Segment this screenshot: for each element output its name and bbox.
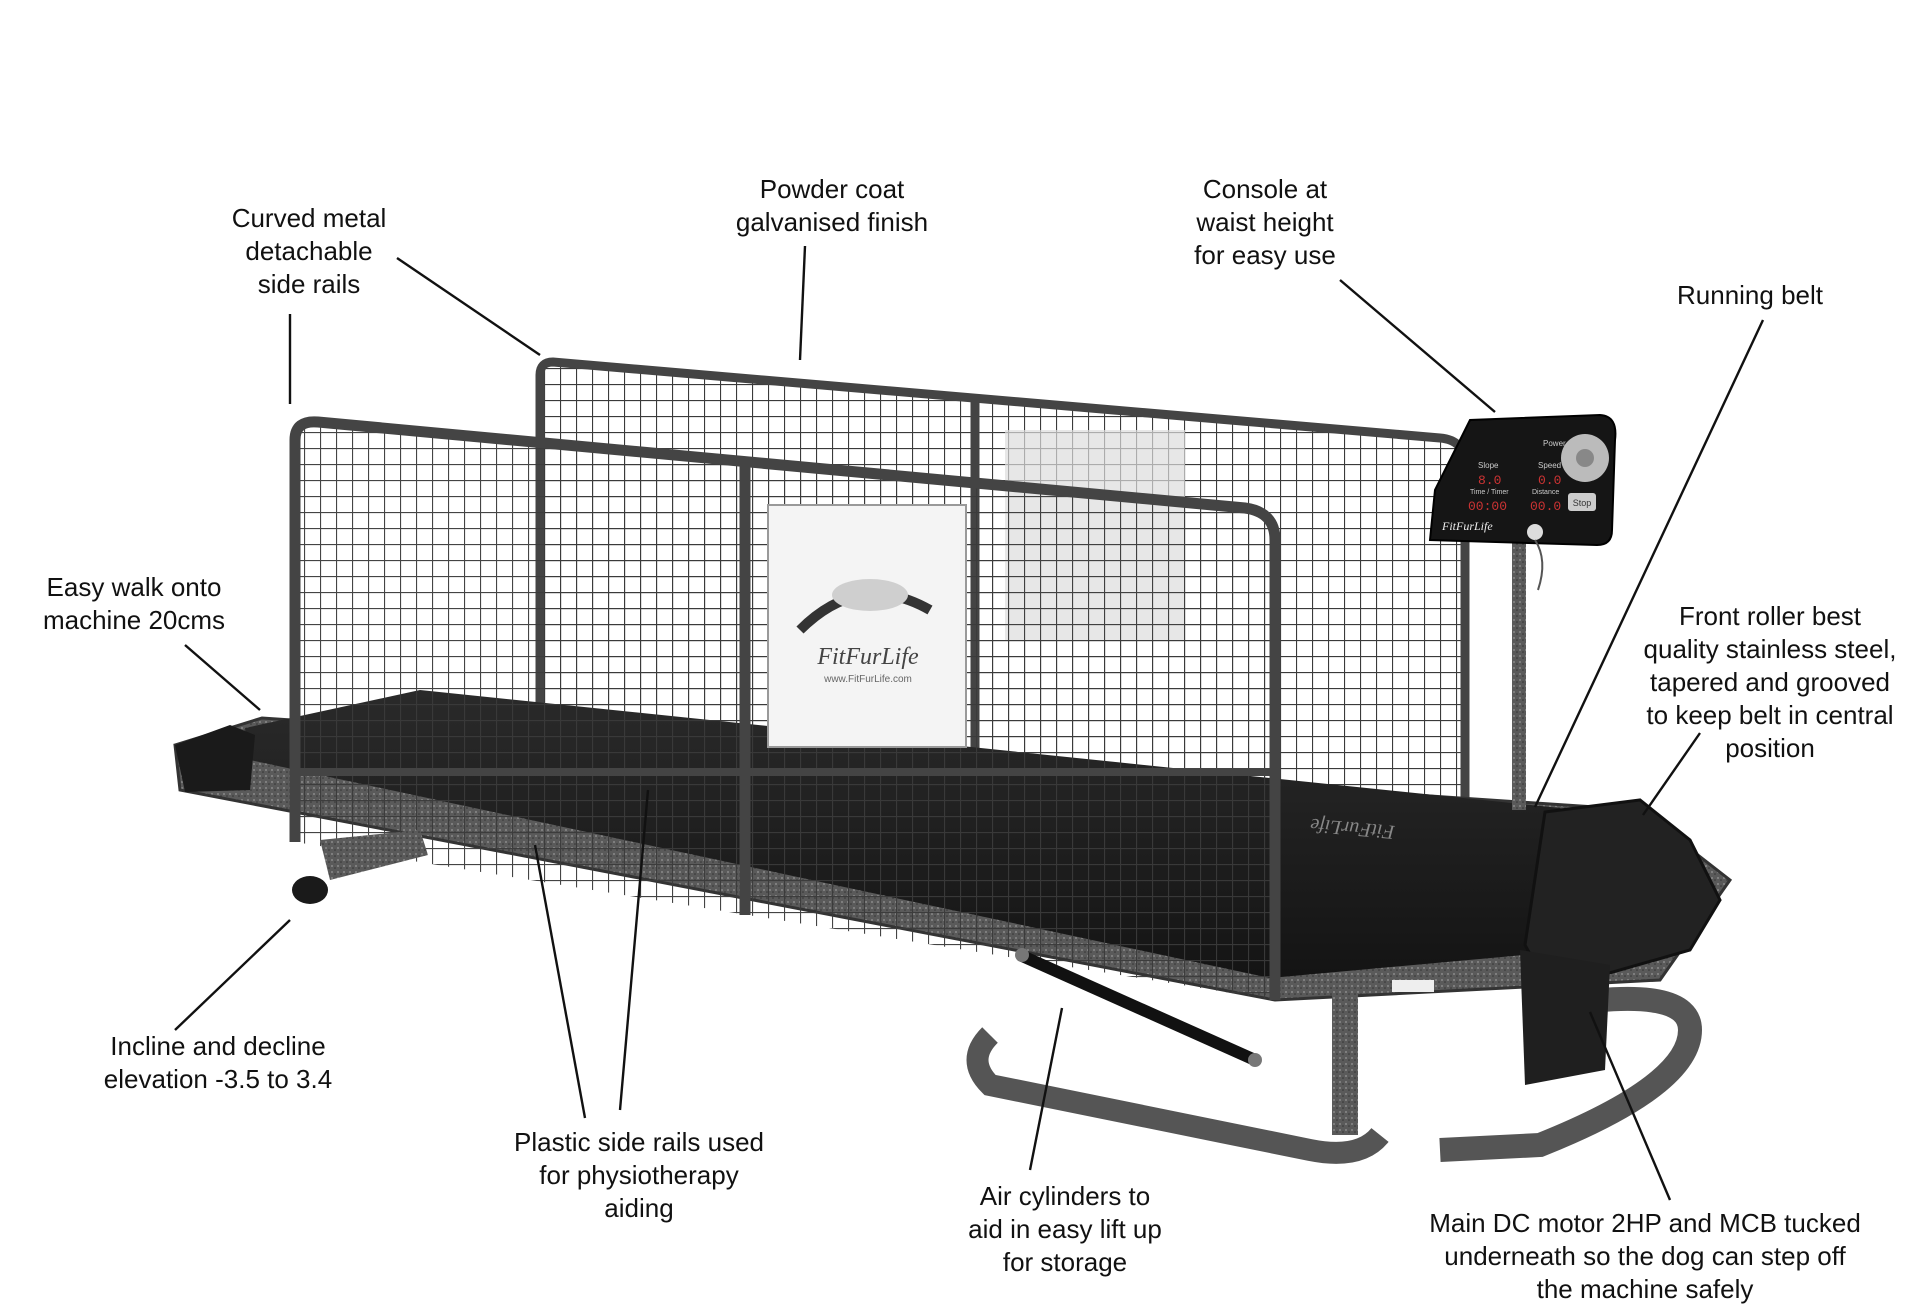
console-time-label: Time / Timer <box>1470 489 1509 496</box>
annotation-side-rails: Curved metal detachable side rails <box>232 202 387 301</box>
brand-sign: FitFurLife www.FitFurLife.com <box>767 504 967 748</box>
annotation-line: machine 20cms <box>42 605 226 635</box>
leader-lines <box>174 245 1765 1201</box>
annotation-line: for physiotherapy <box>539 1160 739 1190</box>
annotation-line: Running belt <box>1677 280 1823 310</box>
console-distance-label: Distance <box>1532 489 1559 496</box>
annotation-incline: Incline and decline elevation -3.5 to 3.… <box>104 1030 332 1096</box>
annotation-walk-onto: Easy walk onto machine 20cms <box>43 571 225 637</box>
annotation-front-roller: Front roller best quality stainless stee… <box>1644 600 1897 765</box>
serial-plate <box>1392 980 1434 992</box>
annotation-line: for storage <box>1002 1247 1128 1277</box>
sign-url-text: www.FitFurLife.com <box>823 674 912 685</box>
dog-silhouette <box>832 579 908 611</box>
leader-plastic-rails-2 <box>618 789 650 1111</box>
leader-running-belt <box>1533 319 1765 808</box>
annotation-motor: Main DC motor 2HP and MCB tucked underne… <box>1429 1207 1861 1306</box>
front-bumper-bar <box>1439 986 1703 1162</box>
annotation-line: side rails <box>257 269 361 299</box>
annotation-finish: Powder coat galvanised finish <box>736 173 928 239</box>
annotation-line: quality stainless steel, <box>1643 634 1897 664</box>
incline-bracket <box>320 830 428 880</box>
annotation-line: detachable <box>245 236 373 266</box>
annotation-line: underneath so the dog can step off <box>1444 1241 1846 1271</box>
annotation-line: to keep belt in central <box>1646 700 1894 730</box>
console-time-value: 00:00 <box>1468 499 1507 514</box>
motor-housing <box>1520 950 1610 1085</box>
annotation-line: Incline and decline <box>110 1031 326 1061</box>
leader-front-roller <box>1642 732 1701 816</box>
console-power-label: Power <box>1543 439 1566 448</box>
annotation-line: aid in easy lift up <box>968 1214 1162 1244</box>
leader-console <box>1339 279 1496 413</box>
leader-air-cylinders <box>1028 1007 1064 1171</box>
console-distance-value: 00.0 <box>1530 499 1561 514</box>
annotation-line: waist height <box>1196 207 1334 237</box>
annotation-line: Console at <box>1202 174 1328 204</box>
console-stop-button[interactable] <box>1568 493 1596 511</box>
annotation-line: tapered and grooved <box>1650 667 1890 697</box>
underframe <box>292 830 1703 1164</box>
leader-side-rails-2 <box>396 257 541 356</box>
console-slope-label: Slope <box>1478 461 1499 470</box>
annotation-running-belt: Running belt <box>1677 279 1823 312</box>
console-speed-label: Speed <box>1538 461 1561 470</box>
rear-roller-cover <box>175 725 255 792</box>
annotation-air-cylinders: Air cylinders to aid in easy lift up for… <box>968 1180 1162 1279</box>
leader-incline <box>174 919 291 1031</box>
annotation-line: Plastic side rails used <box>514 1127 764 1157</box>
annotation-line: Front roller best <box>1678 601 1862 631</box>
annotation-line: position <box>1725 733 1815 763</box>
safety-key[interactable] <box>1527 524 1543 540</box>
console-stop-label: Stop <box>1573 498 1592 508</box>
annotation-line: for easy use <box>1194 240 1336 270</box>
leader-finish <box>798 245 807 361</box>
leader-plastic-rails-1 <box>533 844 587 1119</box>
safety-cord <box>1534 539 1544 591</box>
incline-handle-knob[interactable] <box>292 876 328 904</box>
annotation-line: the machine safely <box>1536 1274 1754 1304</box>
annotation-line: Powder coat <box>759 174 905 204</box>
control-console: Power Slope Speed 8.0 0.0 Time / Timer D… <box>1428 413 1617 810</box>
leader-motor <box>1588 1011 1672 1201</box>
annotation-line: galvanised finish <box>735 207 929 237</box>
console-speed-value: 0.0 <box>1538 473 1561 488</box>
annotation-line: elevation -3.5 to 3.4 <box>103 1064 333 1094</box>
console-slope-value: 8.0 <box>1478 473 1501 488</box>
annotation-line: Easy walk onto <box>46 572 222 602</box>
annotation-line: Main DC motor 2HP and MCB tucked <box>1429 1208 1861 1238</box>
annotation-console: Console at waist height for easy use <box>1194 173 1336 272</box>
annotation-line: aiding <box>604 1193 674 1223</box>
console-post <box>1512 510 1526 810</box>
annotation-line: Air cylinders to <box>979 1181 1151 1211</box>
console-brand-text: FitFurLife <box>1441 519 1493 533</box>
front-base-bar <box>966 1027 1389 1164</box>
leader-walk-onto <box>184 644 261 711</box>
annotation-line: Curved metal <box>231 203 387 233</box>
sign-brand-text: FitFurLife <box>816 644 919 670</box>
air-cylinder <box>1017 949 1258 1066</box>
annotation-plastic-rails: Plastic side rails used for physiotherap… <box>514 1126 764 1225</box>
